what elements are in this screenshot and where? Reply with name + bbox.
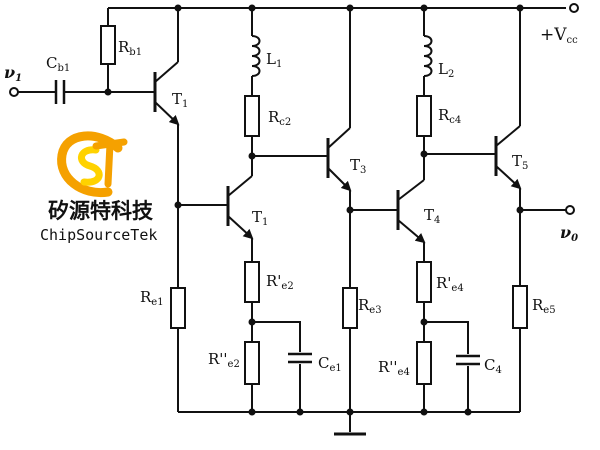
wire bbox=[252, 321, 301, 352]
c4-label: C4 bbox=[484, 356, 502, 376]
re2-prime-label: R'e2 bbox=[266, 272, 294, 292]
vcc-terminal bbox=[569, 3, 579, 13]
t4-label: T4 bbox=[424, 206, 440, 226]
re5-label: Re5 bbox=[532, 296, 556, 316]
resistor-rc4 bbox=[416, 95, 432, 137]
capacitor-c4 bbox=[456, 354, 480, 366]
resistor-re2-double-prime bbox=[244, 341, 260, 385]
re3-label: Re3 bbox=[358, 296, 382, 316]
cb1-label: Cb1 bbox=[46, 54, 70, 74]
resistor-rb1 bbox=[100, 25, 116, 65]
l1-label: L1 bbox=[266, 50, 282, 70]
rc2-label: Rc2 bbox=[268, 108, 291, 128]
transistor-t5 bbox=[494, 125, 522, 190]
output-terminal bbox=[565, 205, 575, 215]
resistor-re4-double-prime bbox=[416, 341, 432, 385]
resistor-re1 bbox=[170, 287, 186, 329]
junction-dot bbox=[420, 408, 428, 416]
transistor-t4 bbox=[396, 179, 426, 244]
transistor-t1-top bbox=[153, 61, 180, 126]
re4-double-prime-label: R''e4 bbox=[378, 358, 410, 378]
junction-dot bbox=[464, 408, 472, 416]
t1-mid-label: T1 bbox=[252, 208, 268, 228]
ce1-label: Ce1 bbox=[318, 354, 342, 374]
resistor-re2-prime bbox=[244, 261, 260, 303]
resistor-re4-prime bbox=[416, 261, 432, 303]
logo-s-shape bbox=[78, 146, 103, 186]
vcc-label: +Vcc bbox=[540, 25, 578, 46]
re4-prime-label: R'e4 bbox=[436, 274, 464, 294]
output-label: ν0 bbox=[560, 223, 578, 244]
l2-label: L2 bbox=[438, 60, 454, 80]
resistor-re3 bbox=[342, 287, 358, 329]
re1-label: Re1 bbox=[140, 288, 164, 308]
t3-label: T3 bbox=[350, 156, 366, 176]
brand-name-en: ChipSourceTek bbox=[40, 226, 157, 244]
logo-c-shape bbox=[57, 131, 123, 198]
inductor-l1 bbox=[251, 35, 261, 77]
inductor-l2 bbox=[423, 35, 433, 77]
capacitor-ce1 bbox=[288, 352, 312, 364]
t1-top-label: T1 bbox=[172, 90, 188, 110]
ground-symbol bbox=[334, 412, 366, 436]
company-logo bbox=[57, 131, 128, 198]
input-terminal bbox=[9, 87, 19, 97]
resistor-rc2 bbox=[244, 95, 260, 137]
brand-name-cn: 矽源特科技 bbox=[48, 199, 154, 223]
transistor-t1-mid bbox=[226, 175, 254, 240]
re2-double-prime-label: R''e2 bbox=[208, 350, 240, 370]
rc4-label: Rc4 bbox=[438, 106, 461, 126]
junction-dot bbox=[248, 408, 256, 416]
resistor-re5 bbox=[512, 285, 528, 329]
junction-dot bbox=[296, 408, 304, 416]
wire bbox=[424, 321, 469, 354]
capacitor-cb1 bbox=[54, 80, 66, 104]
logo-t-shape bbox=[92, 138, 128, 188]
input-label: ν1 bbox=[4, 63, 22, 84]
t5-label: T5 bbox=[512, 152, 528, 172]
rb1-label: Rb1 bbox=[118, 38, 142, 58]
transistor-t3 bbox=[326, 127, 352, 192]
